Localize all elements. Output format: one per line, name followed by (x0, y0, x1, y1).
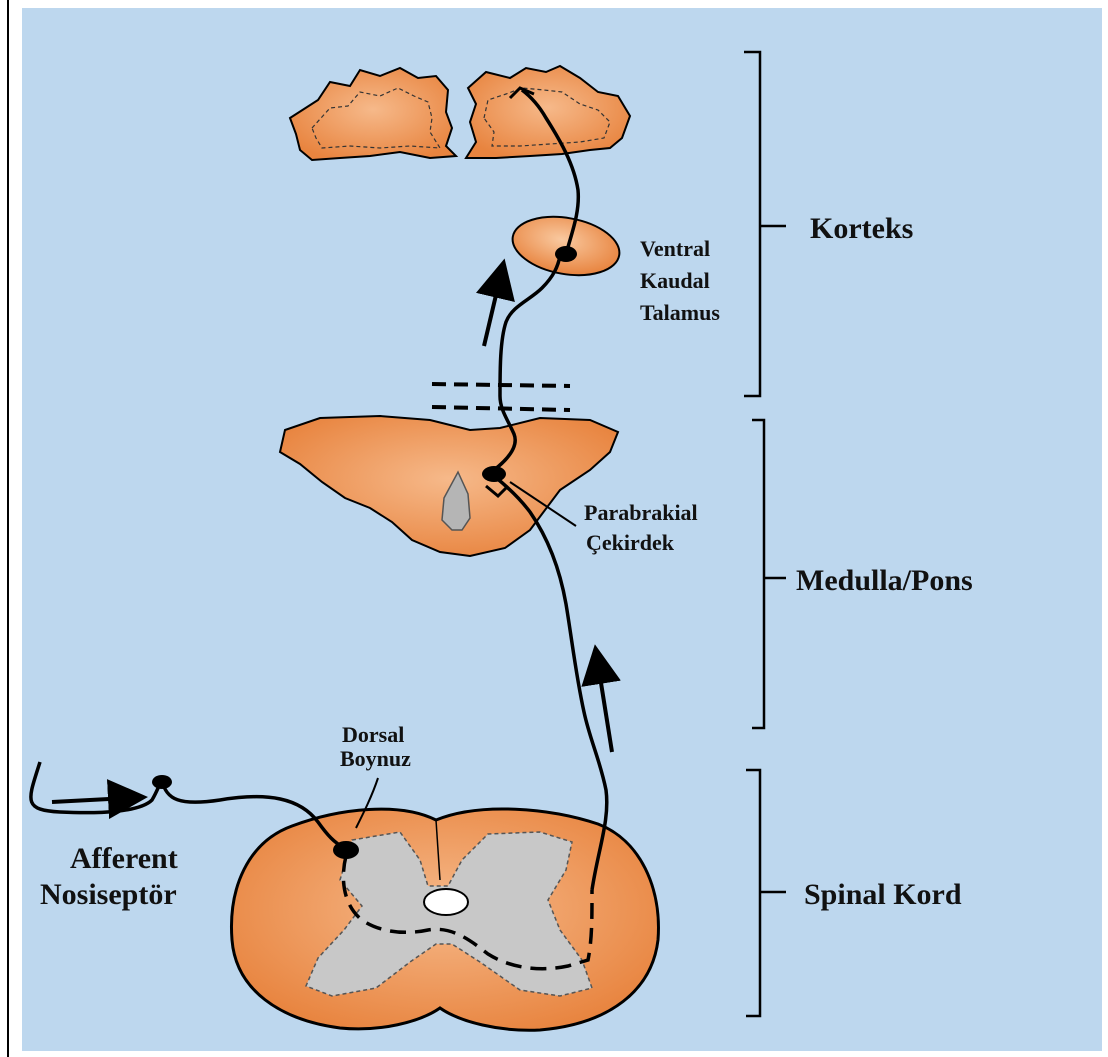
dorsal-horn-label-line-1: Dorsal (342, 722, 404, 747)
afferent-label-line-2: Nosiseptör (40, 878, 177, 911)
parabrachial-label-line-1: Parabrakial (584, 500, 698, 525)
spinal-cord-section (232, 809, 659, 1030)
region-label-spinal-cord: Spinal Kord (804, 878, 962, 911)
thalamus-label-line-2: Kaudal (640, 268, 710, 293)
parabrachial-label-line-2: Çekirdek (586, 530, 675, 555)
region-label-medulla-pons: Medulla/Pons (796, 564, 973, 597)
thalamus-label-line-1: Ventral (640, 236, 710, 261)
afferent-label-line-1: Afferent (70, 842, 178, 875)
dorsal-horn-label-line-2: Boynuz (340, 746, 411, 771)
afferent-ganglion (152, 775, 172, 789)
central-canal (424, 889, 468, 915)
region-label-cortex: Korteks (810, 212, 913, 245)
thalamus-label-line-3: Talamus (640, 300, 720, 325)
